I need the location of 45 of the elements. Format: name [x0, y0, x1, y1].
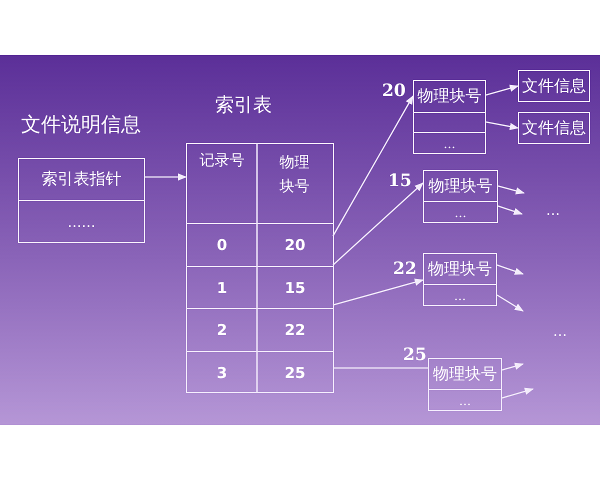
- connector-line: [333, 367, 428, 369]
- file-info-box: [518, 112, 590, 144]
- cell-text: 15: [284, 278, 306, 296]
- cell-text: 25: [284, 364, 306, 382]
- arrow: [502, 362, 524, 371]
- file-info-box: [518, 70, 590, 102]
- cell-text: 物理块号: [428, 258, 492, 280]
- arrow: [145, 173, 187, 181]
- heading: 索引表: [215, 93, 272, 118]
- arrow: [332, 95, 414, 236]
- cell-text: 1: [216, 278, 228, 296]
- box-text: 文件信息: [522, 118, 586, 138]
- arrow: [498, 205, 523, 215]
- column-header: 物理块号: [278, 152, 310, 197]
- arrow: [332, 278, 424, 306]
- block-number: 22: [393, 259, 417, 279]
- heading: 文件说明信息: [21, 111, 141, 138]
- cell-text: 物理块号: [418, 86, 482, 107]
- ellipsis-text: ……: [68, 214, 96, 230]
- ellipsis-text: …: [454, 289, 466, 303]
- block-number: 15: [388, 171, 412, 191]
- column-header: 记录号: [200, 151, 244, 169]
- cell-text: 物理块号: [428, 176, 492, 196]
- arrow: [496, 264, 524, 275]
- cell-text: 0: [216, 236, 228, 254]
- ellipsis-text: …: [546, 203, 560, 219]
- arrow: [502, 388, 534, 399]
- cell-text: 物理块号: [433, 364, 497, 384]
- cell-text: 3: [216, 364, 228, 382]
- cell-text: 2: [216, 321, 228, 339]
- block-number: 20: [382, 81, 406, 101]
- cell-text: 22: [284, 321, 306, 339]
- arrow: [498, 185, 525, 194]
- ellipsis-text: …: [454, 206, 466, 220]
- arrow: [496, 294, 524, 312]
- block-number: 25: [403, 345, 427, 365]
- ellipsis-text: …: [459, 394, 471, 408]
- arrow: [486, 121, 519, 130]
- ellipsis-text: …: [553, 324, 567, 340]
- box-text: 文件信息: [522, 76, 586, 96]
- cell-text: 20: [284, 236, 306, 254]
- arrow: [486, 84, 519, 96]
- cell-text: 索引表指针: [42, 169, 122, 190]
- arrow: [332, 182, 424, 266]
- ellipsis-text: …: [444, 137, 456, 151]
